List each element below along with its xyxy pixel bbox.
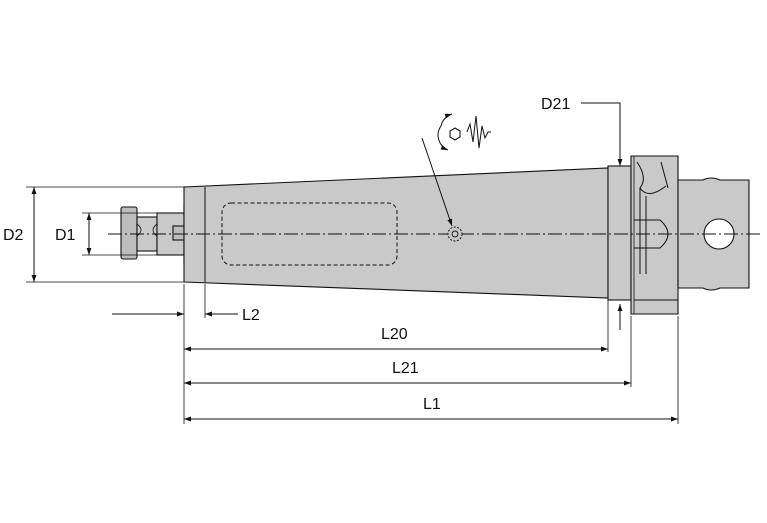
extension-lines [183, 284, 679, 424]
label-l1: L1 [423, 396, 441, 413]
dimension-l21: L21 [184, 360, 631, 386]
label-l21: L21 [392, 360, 419, 377]
dimension-d1: D1 [55, 212, 157, 256]
tapered-body [183, 167, 609, 299]
dimension-l20: L20 [184, 326, 608, 352]
label-l2: L2 [242, 307, 260, 324]
label-d2: D2 [3, 227, 24, 244]
label-d1: D1 [55, 227, 76, 244]
label-l20: L20 [381, 326, 408, 343]
dimension-d21: D21 [541, 96, 623, 330]
hex-screw-rotation-vibration-icon [437, 113, 491, 151]
dimension-l2: L2 [112, 307, 260, 324]
label-d21: D21 [541, 96, 570, 113]
flange-collar [607, 155, 679, 315]
dimension-d2: D2 [3, 186, 184, 283]
adjustment-screw [421, 137, 463, 242]
dimension-l1: L1 [184, 396, 678, 422]
